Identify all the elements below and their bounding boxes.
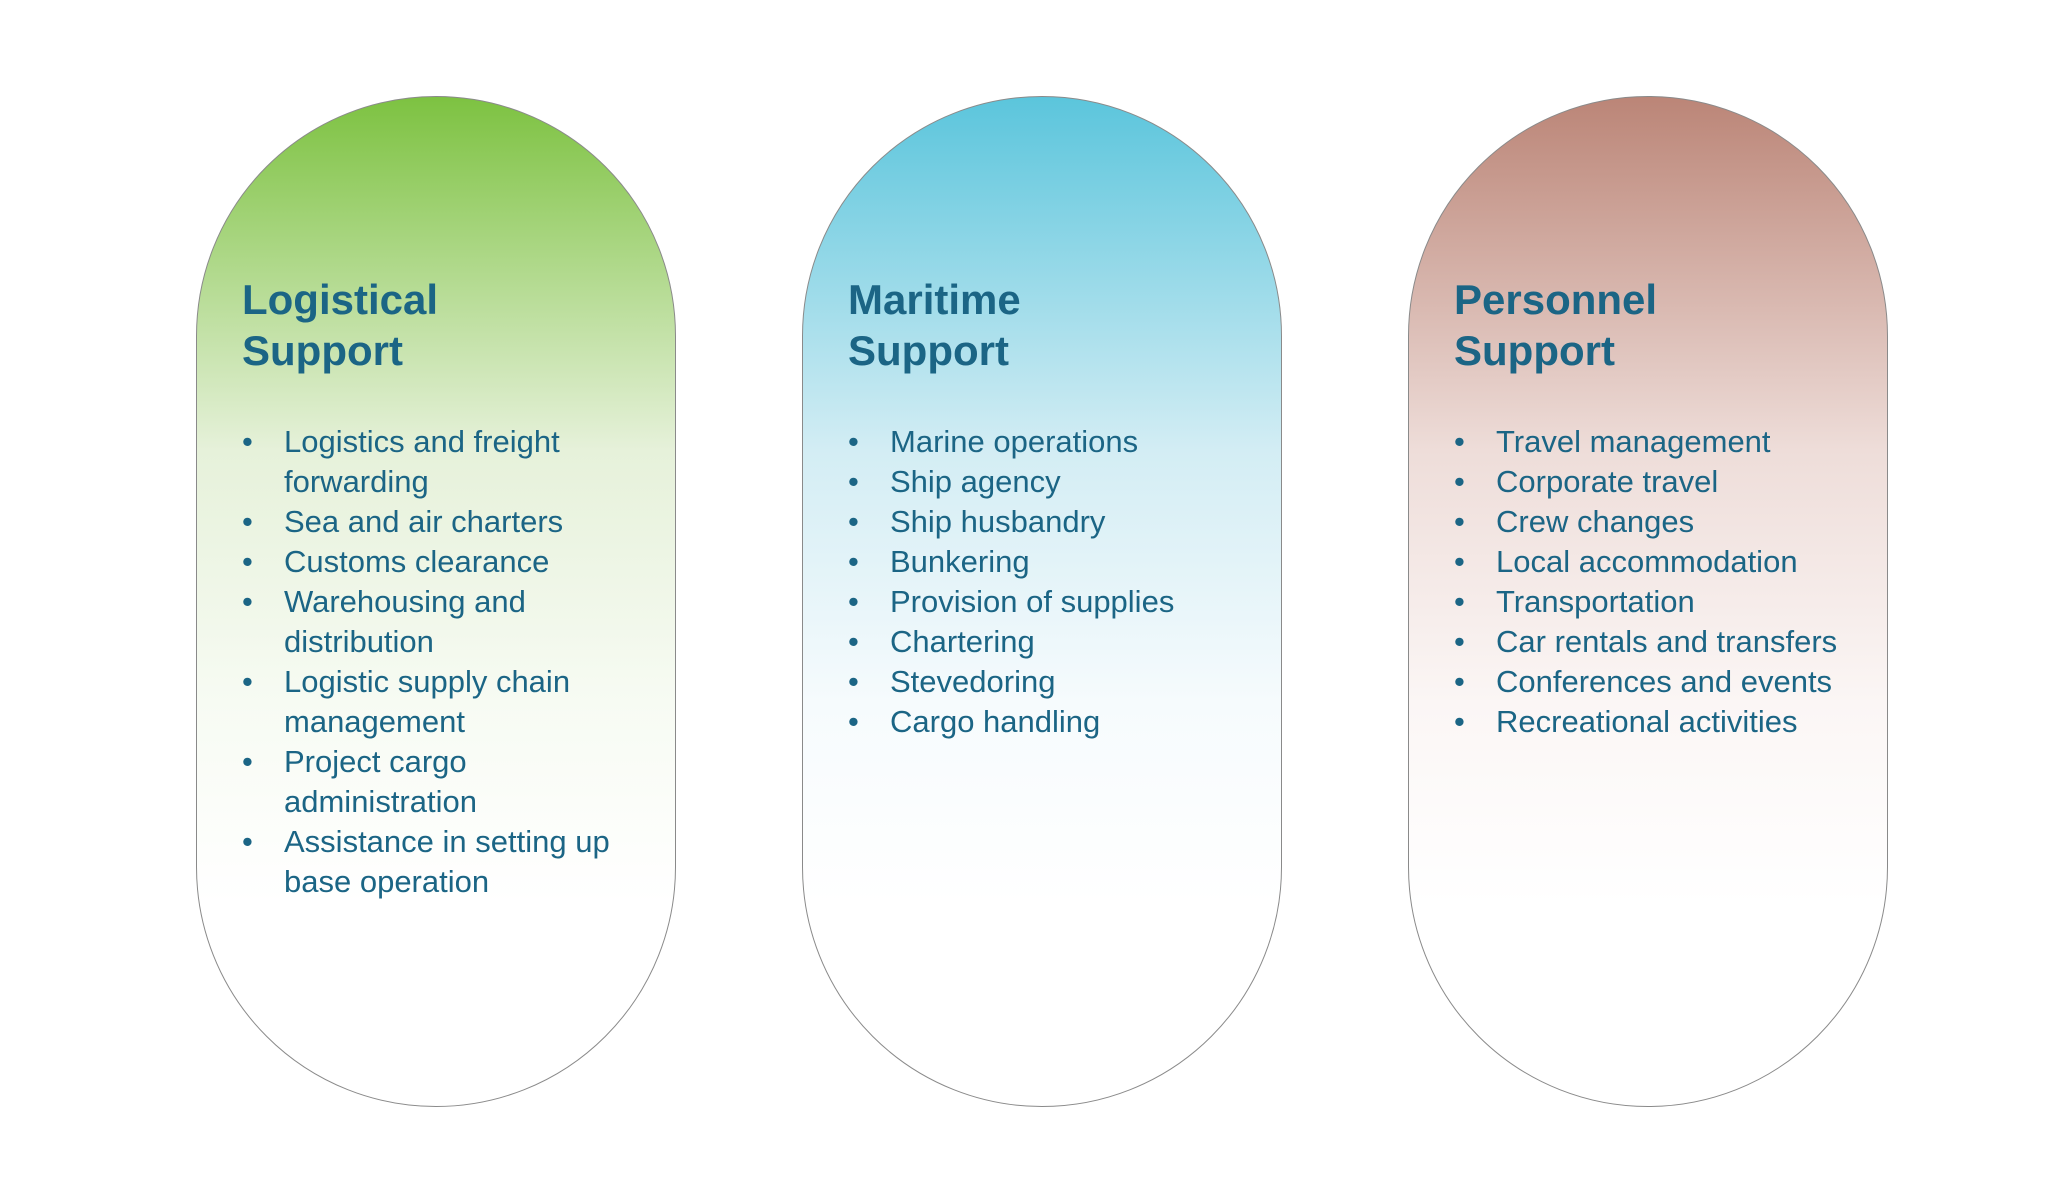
list-item: • Stevedoring (848, 662, 1258, 702)
service-list: • Logistics and freight forwarding • Sea an… (242, 422, 652, 902)
title-line: Personnel (1454, 276, 1658, 323)
bullet-icon: • (242, 584, 253, 619)
list-item: • Ship husbandry (848, 502, 1258, 542)
title-line: Maritime (848, 276, 1021, 323)
bullet-icon: • (848, 424, 859, 459)
bullet-icon: • (1454, 504, 1465, 539)
list-item-text: Crew changes (1496, 504, 1695, 539)
list-item: • Corporate travel (1454, 462, 1864, 502)
list-item: • Transportation (1454, 582, 1864, 622)
list-item-text: Recreational activities (1496, 704, 1798, 739)
list-item: • Recreational activities (1454, 702, 1864, 742)
bullet-icon: • (1454, 624, 1465, 659)
list-item-text: Sea and air charters (284, 504, 564, 539)
list-item-text: Ship agency (890, 464, 1061, 499)
list-item-text: Warehousing and distribution (284, 584, 526, 659)
list-item: • Cargo handling (848, 702, 1258, 742)
list-item: • Ship agency (848, 462, 1258, 502)
bullet-icon: • (242, 504, 253, 539)
bullet-icon: • (1454, 464, 1465, 499)
bullet-icon: • (848, 464, 859, 499)
list-item: • Warehousing and distribution (242, 582, 652, 662)
bullet-icon: • (1454, 704, 1465, 739)
bullet-icon: • (242, 824, 253, 859)
list-item: • Logistic supply chain management (242, 662, 652, 742)
list-item: • Car rentals and transfers (1454, 622, 1864, 662)
list-item-text: Marine operations (890, 424, 1139, 459)
list-item: • Chartering (848, 622, 1258, 662)
list-item-text: Car rentals and transfers (1496, 624, 1838, 659)
list-item-text: Provision of supplies (890, 584, 1175, 619)
list-item-text: Project cargo administration (284, 744, 477, 819)
bullet-icon: • (1454, 544, 1465, 579)
list-item: • Conferences and events (1454, 662, 1864, 702)
list-item-text: Customs clearance (284, 544, 550, 579)
bullet-icon: • (1454, 664, 1465, 699)
list-item-text: Assistance in setting up base operation (284, 824, 610, 899)
list-item: • Logistics and freight forwarding (242, 422, 652, 502)
list-item-text: Logistic supply chain management (284, 664, 571, 739)
list-item: • Crew changes (1454, 502, 1864, 542)
service-list: • Marine operations • Ship agency • Ship husb… (848, 422, 1258, 742)
list-item: • Provision of supplies (848, 582, 1258, 622)
bullet-icon: • (242, 424, 253, 459)
title-line: Support (1454, 327, 1615, 374)
list-item-text: Conferences and events (1496, 664, 1833, 699)
list-item: • Bunkering (848, 542, 1258, 582)
list-item-text: Chartering (890, 624, 1035, 659)
list-item-text: Transportation (1496, 584, 1695, 619)
bullet-icon: • (1454, 584, 1465, 619)
bullet-icon: • (848, 664, 859, 699)
list-item-text: Local accommodation (1496, 544, 1798, 579)
title-line: Logistical (242, 276, 439, 323)
title-line: Support (242, 327, 403, 374)
bullet-icon: • (242, 664, 253, 699)
list-item-text: Stevedoring (890, 664, 1056, 699)
bullet-icon: • (848, 544, 859, 579)
list-item-text: Travel management (1496, 424, 1771, 459)
list-item-text: Cargo handling (890, 704, 1101, 739)
bullet-icon: • (242, 544, 253, 579)
list-item-text: Logistics and freight forwarding (284, 424, 560, 499)
bullet-icon: • (848, 624, 859, 659)
list-item: • Project cargo administration (242, 742, 652, 822)
bullet-icon: • (242, 744, 253, 779)
bullet-icon: • (848, 704, 859, 739)
list-item-text: Bunkering (890, 544, 1030, 579)
list-item-text: Ship husbandry (890, 504, 1106, 539)
list-item: • Marine operations (848, 422, 1258, 462)
list-item: • Sea and air charters (242, 502, 652, 542)
list-item-text: Corporate travel (1496, 464, 1719, 499)
bullet-icon: • (1454, 424, 1465, 459)
list-item: • Local accommodation (1454, 542, 1864, 582)
list-item: • Customs clearance (242, 542, 652, 582)
bullet-icon: • (848, 504, 859, 539)
list-item: • Travel management (1454, 422, 1864, 462)
title-line: Support (848, 327, 1009, 374)
service-list: • Travel management • Corporate travel • Crew… (1454, 422, 1864, 742)
list-item: • Assistance in setting up base operation (242, 822, 652, 902)
bullet-icon: • (848, 584, 859, 619)
